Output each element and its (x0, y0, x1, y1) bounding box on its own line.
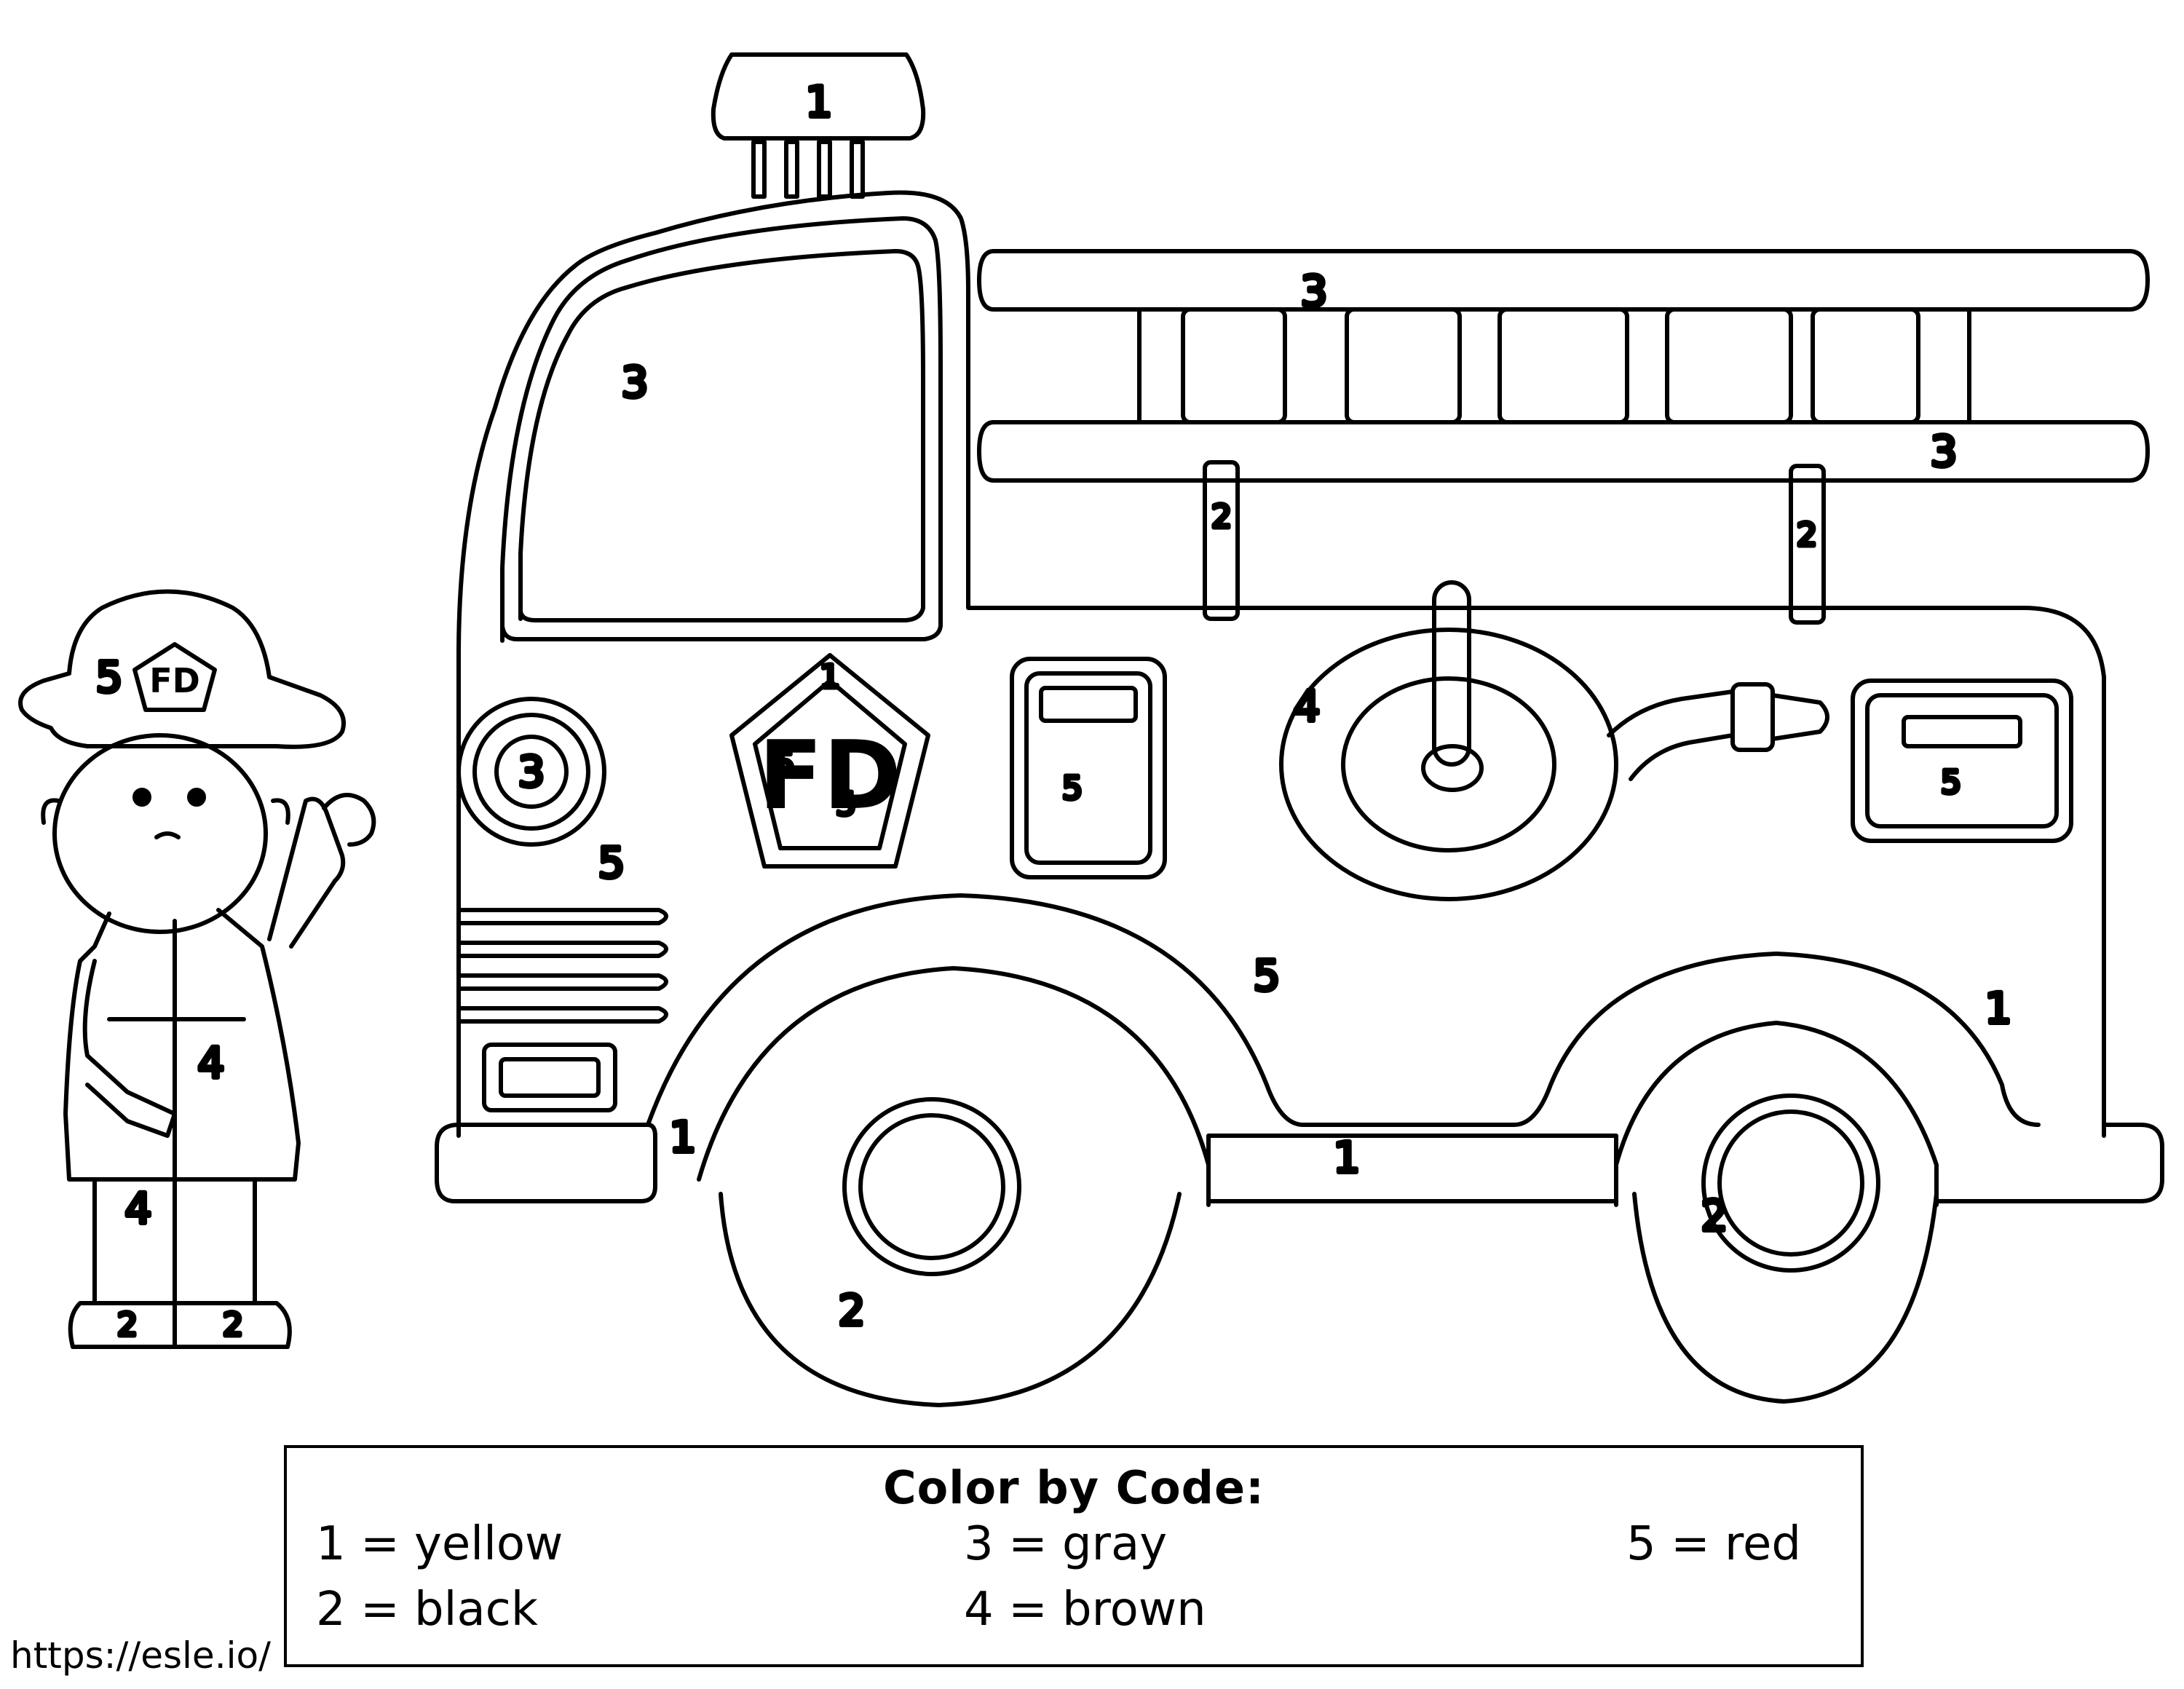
source-credit: https://esle.io/ (10, 1634, 271, 1677)
region-light: 1 (806, 77, 833, 127)
region-ladder-post-right: 2 (1797, 517, 1817, 554)
region-badge-top: 1 (820, 659, 840, 696)
region-bumper-mid: 1 (1334, 1133, 1361, 1182)
legend-item-4: 4 = brown (964, 1583, 1206, 1637)
region-body-lower: 5 (1254, 951, 1281, 1000)
region-boot-right: 2 (223, 1307, 243, 1344)
firefighter: FD (18, 589, 376, 1349)
legend-item-2: 2 = black (316, 1583, 538, 1637)
legend-title: Color by Code: (883, 1461, 1265, 1514)
region-ladder-post-left: 2 (1211, 499, 1232, 536)
region-badge-f: 5 (775, 746, 795, 783)
region-badge-d: 5 (836, 786, 856, 823)
region-window: 3 (622, 357, 649, 407)
region-boot-left: 2 (117, 1307, 138, 1344)
region-hose: 4 (1294, 681, 1321, 731)
truck-body (435, 190, 2164, 1407)
region-ladder-top: 3 (1301, 266, 1328, 316)
legend-item-5: 5 = red (1626, 1517, 1801, 1571)
region-coat: 4 (198, 1038, 225, 1088)
legend-item-3: 3 = gray (964, 1517, 1168, 1571)
color-legend: Color by Code: 1 = yellow 2 = black 3 = … (284, 1445, 1864, 1667)
region-door-left: 5 (1062, 770, 1083, 807)
region-door-right: 5 (1941, 764, 1961, 802)
region-fender-right: 1 (1985, 984, 2012, 1033)
region-headlight: 3 (518, 747, 545, 796)
region-ladder-bottom: 3 (1931, 427, 1958, 476)
badge-fd-text: FD (759, 720, 902, 831)
region-wheel-right: 2 (1701, 1191, 1728, 1241)
region-body-upper: 5 (598, 838, 625, 887)
region-bumper-left: 1 (670, 1112, 697, 1162)
helmet-fd-text: FD (149, 661, 200, 700)
region-pants: 4 (125, 1184, 152, 1233)
ladder (977, 249, 2150, 625)
region-helmet: 5 (96, 652, 123, 702)
region-wheel-left: 2 (839, 1286, 866, 1335)
legend-item-1: 1 = yellow (316, 1517, 563, 1571)
